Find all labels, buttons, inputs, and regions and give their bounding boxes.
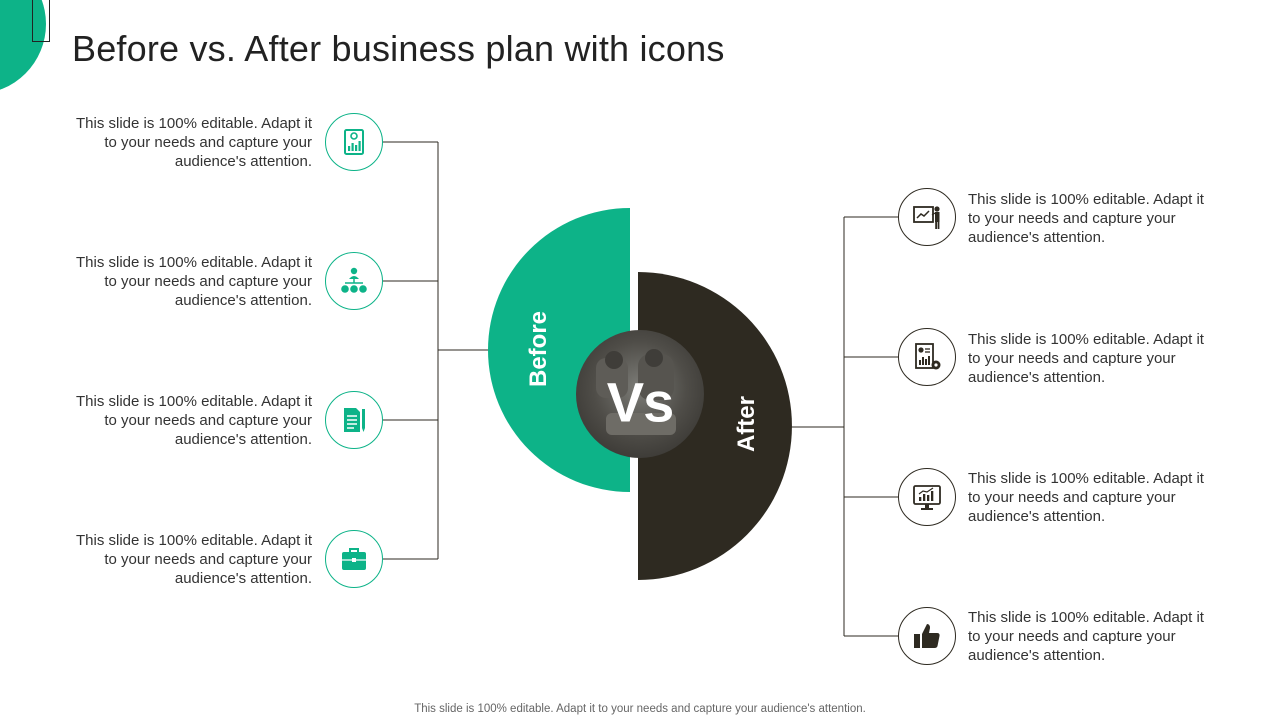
presentation-icon	[913, 206, 940, 229]
after-item-text-2: This slide is 100% editable. Adapt it to…	[968, 331, 1204, 386]
briefcase-icon	[342, 548, 366, 570]
document-pen-icon	[344, 408, 365, 432]
org-hierarchy-icon	[341, 267, 367, 293]
before-item-text-4: This slide is 100% editable. Adapt it to…	[76, 532, 312, 587]
vs-label: Vs	[606, 370, 674, 434]
after-icon-circle-2	[898, 328, 956, 386]
before-icon-circle-2	[325, 252, 383, 310]
slide-title: Before vs. After business plan with icon…	[72, 28, 725, 69]
after-item-text-4: This slide is 100% editable. Adapt it to…	[968, 609, 1204, 664]
before-item-text-1: This slide is 100% editable. Adapt it to…	[76, 115, 312, 170]
before-label: Before	[525, 310, 552, 388]
after-icon-circle-3	[898, 468, 956, 526]
before-after-graphic	[488, 208, 792, 580]
before-item-text-2: This slide is 100% editable. Adapt it to…	[76, 254, 312, 309]
after-item-text-3: This slide is 100% editable. Adapt it to…	[968, 470, 1204, 525]
financial-report-icon	[915, 343, 941, 370]
before-icon-circle-4	[325, 530, 383, 588]
after-icon-circle-4	[898, 607, 956, 665]
thumbs-up-icon	[914, 624, 940, 648]
footer-note: This slide is 100% editable. Adapt it to…	[414, 703, 866, 715]
vs-photo-circle	[576, 330, 704, 458]
after-label: After	[733, 396, 760, 453]
corner-outline-shape	[32, 0, 50, 42]
after-icon-circle-1	[898, 188, 956, 246]
report-chart-icon	[344, 129, 364, 155]
before-icon-circle-1	[325, 113, 383, 171]
before-icon-circle-3	[325, 391, 383, 449]
after-item-text-1: This slide is 100% editable. Adapt it to…	[968, 191, 1204, 246]
before-item-text-3: This slide is 100% editable. Adapt it to…	[76, 393, 312, 448]
monitor-chart-icon	[913, 485, 941, 510]
